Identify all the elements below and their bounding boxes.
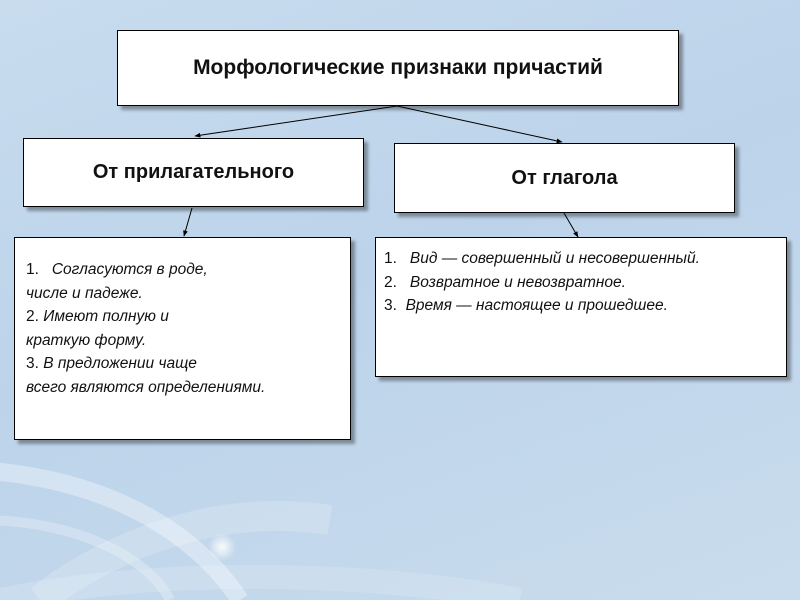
heading-from-adjective: От прилагательного	[23, 138, 364, 207]
list-line: 1. Согласуются в роде,	[26, 261, 208, 278]
verb-features-list: 1. Вид — совершенный и несовершенный. 2.…	[375, 237, 787, 377]
list-item: 1. Вид — совершенный и несовершенный.	[384, 250, 700, 267]
list-line: краткую форму.	[26, 331, 147, 349]
heading-from-verb: От глагола	[394, 143, 735, 213]
diagram-title: Морфологические признаки причастий	[117, 30, 679, 106]
list-line: всего являются определениями.	[26, 378, 266, 396]
list-item: 3. Время — настоящее и прошедшее.	[384, 297, 668, 314]
adjective-features-list: 1. Согласуются в роде, числе и падеже. 2…	[14, 237, 351, 440]
list-item: 2. Возвратное и невозвратное.	[384, 273, 626, 291]
list-line: числе и падеже.	[26, 284, 143, 302]
list-line: 2. Имеют полную и	[26, 308, 169, 325]
list-line: 3. В предложении чаще	[26, 355, 197, 372]
